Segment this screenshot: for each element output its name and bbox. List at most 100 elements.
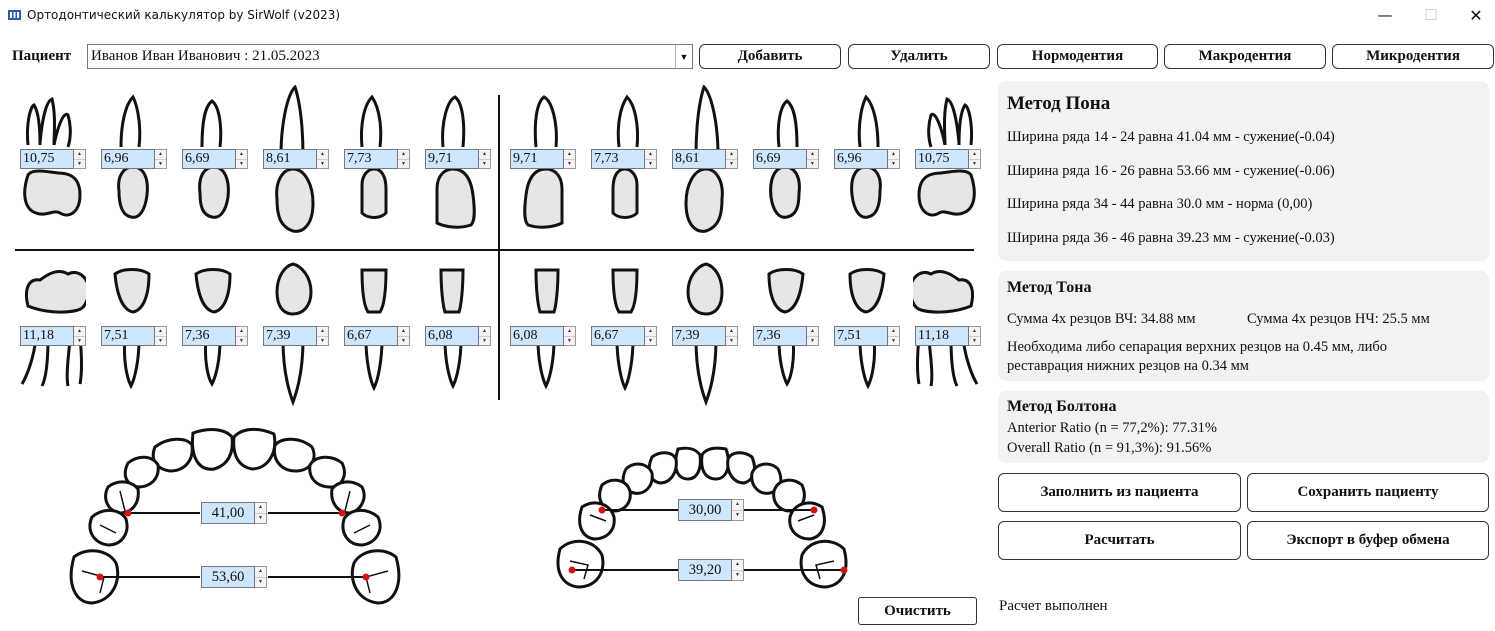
spin-down-icon[interactable]: ▼ — [155, 159, 166, 169]
tooth-width-value[interactable]: 8,61 — [263, 149, 317, 169]
tooth-width-value[interactable]: 7,51 — [834, 326, 888, 346]
chevron-down-icon[interactable]: ▼ — [675, 45, 692, 68]
spin-down-icon[interactable]: ▼ — [969, 336, 980, 346]
spin-up-icon[interactable]: ▲ — [77, 152, 82, 157]
delete-button[interactable]: Удалить — [848, 44, 990, 69]
spin-down-icon[interactable]: ▼ — [74, 159, 85, 169]
tooth-width-value[interactable]: 7,73 — [591, 149, 645, 169]
upper-tooth-spinner[interactable]: 6,69▲ ▼ — [182, 149, 248, 169]
lower-tooth-spinner[interactable]: 7,51▲ ▼ — [101, 326, 167, 346]
tooth-width-value[interactable]: 11,18 — [915, 326, 969, 346]
spin-down-icon[interactable]: ▼ — [255, 577, 266, 588]
tooth-width-value[interactable]: 6,96 — [834, 149, 888, 169]
spin-down-icon[interactable]: ▼ — [888, 336, 899, 346]
normodentia-button[interactable]: Нормодентия — [997, 44, 1158, 69]
spin-up-icon[interactable]: ▲ — [482, 152, 487, 157]
spin-down-icon[interactable]: ▼ — [564, 159, 575, 169]
export-clipboard-button[interactable]: Экспорт в буфер обмена — [1247, 521, 1489, 560]
tooth-width-value[interactable]: 6,69 — [753, 149, 807, 169]
spin-up-icon[interactable]: ▲ — [567, 152, 572, 157]
calculate-button[interactable]: Расчитать — [998, 521, 1241, 560]
tooth-width-value[interactable]: 7,36 — [182, 326, 236, 346]
spin-up-icon[interactable]: ▲ — [567, 329, 572, 334]
upper-tooth-spinner[interactable]: 8,61▲ ▼ — [263, 149, 329, 169]
upper-tooth-spinner[interactable]: 9,71▲▼ — [425, 149, 491, 169]
spin-down-icon[interactable]: ▼ — [969, 159, 980, 169]
upper-tooth-spinner[interactable]: 8,61▲▼ — [672, 149, 738, 169]
spin-down-icon[interactable]: ▼ — [807, 159, 818, 169]
spin-up-icon[interactable]: ▲ — [891, 152, 896, 157]
spin-down-icon[interactable]: ▼ — [398, 336, 409, 346]
spin-up-icon[interactable]: ▲ — [258, 569, 263, 574]
spin-down-icon[interactable]: ▼ — [74, 336, 85, 346]
spin-down-icon[interactable]: ▼ — [726, 336, 737, 346]
tooth-width-value[interactable]: 7,73 — [344, 149, 398, 169]
spin-down-icon[interactable]: ▼ — [236, 336, 247, 346]
spin-up-icon[interactable]: ▲ — [258, 505, 263, 510]
tooth-width-value[interactable]: 6,67 — [344, 326, 398, 346]
lower-tooth-spinner[interactable]: 7,36▲ ▼ — [182, 326, 248, 346]
lower-front-width-spinner[interactable]: 30,00 ▲▼ — [678, 499, 744, 521]
patient-select[interactable]: Иванов Иван Иванович : 21.05.2023 ▼ — [87, 44, 693, 69]
upper-tooth-spinner[interactable]: 10,75▲▼ — [915, 149, 981, 169]
tooth-width-value[interactable]: 7,51 — [101, 326, 155, 346]
tooth-width-value[interactable]: 6,08 — [510, 326, 564, 346]
upper-tooth-spinner[interactable]: 6,69▲▼ — [753, 149, 819, 169]
spin-down-icon[interactable]: ▼ — [807, 336, 818, 346]
spin-up-icon[interactable]: ▲ — [320, 152, 325, 157]
lower-tooth-spinner[interactable]: 6,08▲ ▼ — [510, 326, 576, 346]
tooth-width-value[interactable]: 6,96 — [101, 149, 155, 169]
lower-back-width-spinner[interactable]: 39,20 ▲▼ — [678, 559, 744, 581]
spin-up-icon[interactable]: ▲ — [239, 329, 244, 334]
upper-tooth-spinner[interactable]: 9,71▲ ▼ — [510, 149, 576, 169]
lower-tooth-spinner[interactable]: 7,51▲ ▼ — [834, 326, 900, 346]
spin-down-icon[interactable]: ▼ — [732, 570, 743, 581]
spin-up-icon[interactable]: ▲ — [729, 152, 734, 157]
maximize-button[interactable]: ☐ — [1424, 6, 1438, 24]
spin-up-icon[interactable]: ▲ — [810, 329, 815, 334]
spin-up-icon[interactable]: ▲ — [77, 329, 82, 334]
upper-front-width-value[interactable]: 41,00 — [201, 502, 255, 524]
spin-up-icon[interactable]: ▲ — [648, 152, 653, 157]
spin-up-icon[interactable]: ▲ — [735, 502, 740, 507]
spin-up-icon[interactable]: ▲ — [158, 152, 163, 157]
lower-front-width-value[interactable]: 30,00 — [678, 499, 732, 521]
spin-up-icon[interactable]: ▲ — [158, 329, 163, 334]
lower-tooth-spinner[interactable]: 7,36▲ ▼ — [753, 326, 819, 346]
spin-up-icon[interactable]: ▲ — [239, 152, 244, 157]
tooth-width-value[interactable]: 9,71 — [510, 149, 564, 169]
spin-down-icon[interactable]: ▼ — [479, 159, 490, 169]
lower-tooth-spinner[interactable]: 6,08▲▼ — [425, 326, 491, 346]
tooth-width-value[interactable]: 7,36 — [753, 326, 807, 346]
spin-down-icon[interactable]: ▼ — [398, 159, 409, 169]
tooth-width-value[interactable]: 6,69 — [182, 149, 236, 169]
lower-tooth-spinner[interactable]: 7,39▲ ▼ — [672, 326, 738, 346]
fill-from-patient-button[interactable]: Заполнить из пациента — [998, 473, 1241, 512]
minimize-button[interactable]: — — [1377, 6, 1393, 24]
spin-down-icon[interactable]: ▼ — [564, 336, 575, 346]
lower-tooth-spinner[interactable]: 11,18▲ ▼ — [915, 326, 981, 346]
upper-back-width-spinner[interactable]: 53,60 ▲▼ — [201, 566, 267, 588]
tooth-width-value[interactable]: 10,75 — [915, 149, 969, 169]
spin-up-icon[interactable]: ▲ — [735, 562, 740, 567]
spin-down-icon[interactable]: ▼ — [255, 513, 266, 524]
spin-up-icon[interactable]: ▲ — [648, 329, 653, 334]
spin-down-icon[interactable]: ▼ — [155, 336, 166, 346]
spin-down-icon[interactable]: ▼ — [479, 336, 490, 346]
spin-down-icon[interactable]: ▼ — [317, 159, 328, 169]
upper-tooth-spinner[interactable]: 6,96▲▼ — [834, 149, 900, 169]
clear-button[interactable]: Очистить — [858, 597, 977, 625]
lower-tooth-spinner[interactable]: 6,67▲▼ — [344, 326, 410, 346]
spin-up-icon[interactable]: ▲ — [729, 329, 734, 334]
spin-up-icon[interactable]: ▲ — [891, 329, 896, 334]
lower-tooth-spinner[interactable]: 7,39▲▼ — [263, 326, 329, 346]
spin-down-icon[interactable]: ▼ — [645, 159, 656, 169]
spin-up-icon[interactable]: ▲ — [972, 329, 977, 334]
spin-up-icon[interactable]: ▲ — [482, 329, 487, 334]
tooth-width-value[interactable]: 7,39 — [672, 326, 726, 346]
macrodentia-button[interactable]: Макродентия — [1164, 44, 1326, 69]
spin-up-icon[interactable]: ▲ — [401, 152, 406, 157]
spin-down-icon[interactable]: ▼ — [236, 159, 247, 169]
lower-tooth-spinner[interactable]: 11,18▲▼ — [20, 326, 86, 346]
upper-front-width-spinner[interactable]: 41,00 ▲ ▼ — [201, 502, 267, 524]
